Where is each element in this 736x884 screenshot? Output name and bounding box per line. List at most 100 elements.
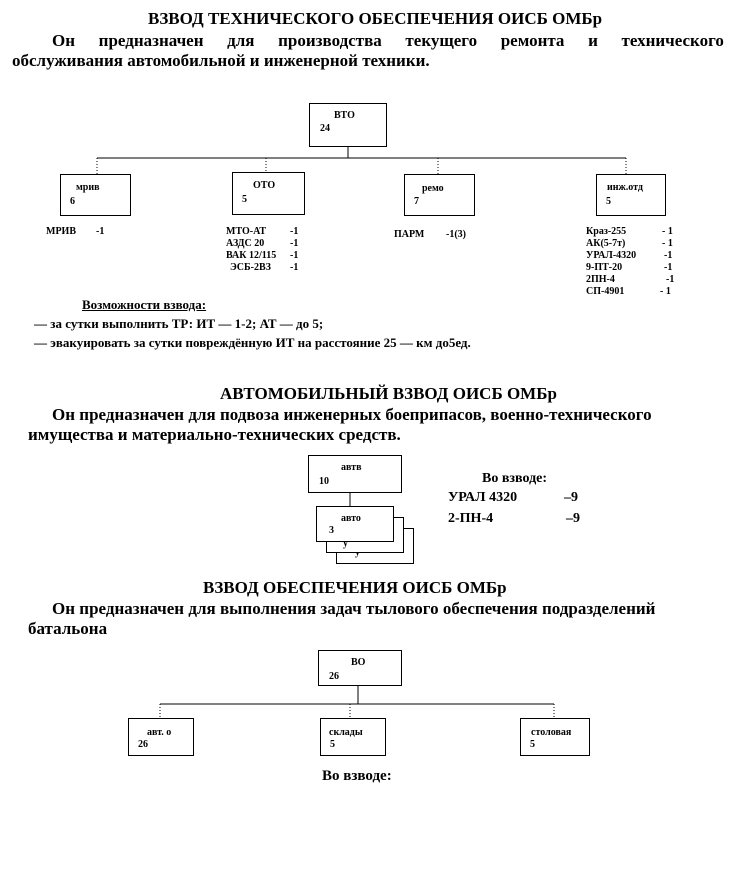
org-box-name: склады <box>329 727 363 738</box>
equipment-qty: -1 <box>290 238 299 249</box>
in-platoon-row: УРАЛ 4320 –9 <box>448 490 578 506</box>
capability-item: — эвакуировать за сутки повреждённую ИТ … <box>34 335 471 350</box>
equipment-list-remo: ПАРМ -1(3) <box>394 229 466 241</box>
org-box-count: 3 <box>329 525 334 536</box>
org-box-mriv: мрив 6 <box>60 174 131 216</box>
org-box-name: ВО <box>351 657 366 668</box>
description-line-2: обслуживания автомобильной и инженерной … <box>12 51 430 70</box>
equipment-row: 9-ПТ-20 -1 <box>586 262 674 274</box>
org-box-name: ремо <box>422 183 444 194</box>
org-box-oto: ОТО 5 <box>232 172 305 215</box>
org-box-remo: ремо 7 <box>404 174 475 216</box>
desc-word: Он <box>52 31 76 50</box>
org-box-count: 5 <box>330 739 335 750</box>
org-box-avtv: автв 10 <box>308 455 402 493</box>
description-line-1: Он предназначен для производства текущег… <box>12 31 724 51</box>
equipment-name: ЭСБ-2ВЗ <box>230 262 271 273</box>
equipment-row: УРАЛ-4320 -1 <box>586 250 674 262</box>
vehicle-name: 2-ПН-4 <box>448 511 494 526</box>
equipment-row: СП-4901 - 1 <box>586 286 674 298</box>
desc-word: производства <box>278 31 382 50</box>
section-title-tech-platoon: ВЗВОД ТЕХНИЧЕСКОГО ОБЕСПЕЧЕНИЯ ОИСБ ОМБр <box>148 9 603 28</box>
section-title-auto-platoon: АВТОМОБИЛЬНЫЙ ВЗВОД ОИСБ ОМБр <box>220 384 557 403</box>
desc-word: ремонта <box>500 31 565 50</box>
equipment-qty: -1 <box>664 250 673 261</box>
equipment-qty: -1 <box>96 226 105 237</box>
capability-item: — за сутки выполнить ТР: ИТ — 1-2; АТ — … <box>34 316 324 331</box>
desc-word: предназначен <box>98 31 204 50</box>
equipment-qty: -1 <box>290 250 299 261</box>
org-box-name: мрив <box>76 182 100 193</box>
equipment-row: ЭСБ-2ВЗ -1 <box>226 262 298 274</box>
equipment-name: АЗДС 20 <box>226 238 265 249</box>
org-box-count: 24 <box>320 123 330 134</box>
equipment-qty: -1 <box>290 262 299 273</box>
equipment-name: МТО-АТ <box>226 226 267 237</box>
equipment-name: МРИВ <box>46 226 76 237</box>
org-box-name: автв <box>341 462 362 473</box>
org-box-vo: ВО 26 <box>318 650 402 686</box>
equipment-name: АК(5-7т) <box>586 238 626 249</box>
org-box-name: столовая <box>531 727 572 738</box>
org-box-name: авто <box>341 513 361 524</box>
description-line-1: Он предназначен для подвоза инженерных б… <box>52 405 652 424</box>
org-box-name: ОТО <box>253 180 276 191</box>
equipment-list-mriv: МРИВ -1 <box>46 226 104 238</box>
org-box-vto: ВТО 24 <box>309 103 387 147</box>
org-box-count: 7 <box>414 196 419 207</box>
org-box-avt-o: авт. о 26 <box>128 718 194 756</box>
org-box-count: 6 <box>70 196 75 207</box>
equipment-row: МРИВ -1 <box>46 226 104 238</box>
section-description-tech-platoon: Он предназначен для производства текущег… <box>12 31 724 71</box>
equipment-qty: - 1 <box>660 286 671 297</box>
org-box-sklady: склады 5 <box>320 718 386 756</box>
org-box-count: 5 <box>242 194 247 205</box>
equipment-qty: -1 <box>664 262 673 273</box>
org-box-inzh-otd: инж.отд 5 <box>596 174 666 216</box>
section-description-auto-platoon: Он предназначен для подвоза инженерных б… <box>28 405 652 445</box>
section-description-support-platoon: Он предназначен для выполнения задач тыл… <box>28 599 655 639</box>
description-line-2: батальона <box>28 619 108 638</box>
org-box-name: ВТО <box>334 110 355 121</box>
equipment-name: СП-4901 <box>586 286 625 297</box>
equipment-name: УРАЛ-4320 <box>586 250 637 261</box>
org-box-name: у <box>343 538 348 549</box>
org-box-avto: авто 3 <box>316 506 394 542</box>
org-box-count: 26 <box>138 739 148 750</box>
vehicle-name: УРАЛ 4320 <box>448 490 518 505</box>
equipment-row: АЗДС 20 -1 <box>226 238 298 250</box>
in-platoon-title: Во взводе: <box>482 471 548 486</box>
equipment-row: 2ПН-4-1 <box>586 274 674 286</box>
org-box-count: 26 <box>329 671 339 682</box>
in-platoon-row: 2-ПН-4 –9 <box>448 511 580 527</box>
org-box-count: 10 <box>319 476 329 487</box>
in-platoon-title: Во взводе: <box>322 768 392 784</box>
equipment-qty: -1(3) <box>446 229 466 240</box>
description-line-1: Он предназначен для выполнения задач тыл… <box>52 599 656 618</box>
org-box-stolovaya: столовая 5 <box>520 718 590 756</box>
equipment-row: АК(5-7т) - 1 <box>586 238 674 250</box>
description-line-2: имущества и материально-технических сред… <box>28 425 401 444</box>
equipment-list-oto: МТО-АТ-1 АЗДС 20 -1 ВАК 12/115 -1 ЭСБ-2ВЗ -… <box>226 226 298 274</box>
equipment-row: ВАК 12/115 -1 <box>226 250 298 262</box>
equipment-qty: - 1 <box>662 238 673 249</box>
vehicle-qty: –9 <box>564 490 578 505</box>
section-title-support-platoon: ВЗВОД ОБЕСПЕЧЕНИЯ ОИСБ ОМБр <box>203 578 507 597</box>
equipment-name: ВАК 12/115 <box>226 250 277 261</box>
capabilities-title: Возможности взвода: <box>82 297 207 312</box>
equipment-name: 9-ПТ-20 <box>586 262 623 273</box>
desc-word: технического <box>621 31 724 50</box>
equipment-qty: -1 <box>666 274 675 285</box>
equipment-name: Краз-255 <box>586 226 627 237</box>
desc-word: для <box>227 31 255 50</box>
desc-word: и <box>588 31 598 50</box>
equipment-row: МТО-АТ-1 <box>226 226 298 238</box>
vehicle-qty: –9 <box>566 511 580 526</box>
org-box-name: инж.отд <box>607 182 643 193</box>
desc-word: текущего <box>405 31 478 50</box>
org-box-name: авт. о <box>147 727 172 738</box>
org-box-count: 5 <box>606 196 611 207</box>
equipment-row: ПАРМ -1(3) <box>394 229 466 241</box>
equipment-name: ПАРМ <box>394 229 425 240</box>
